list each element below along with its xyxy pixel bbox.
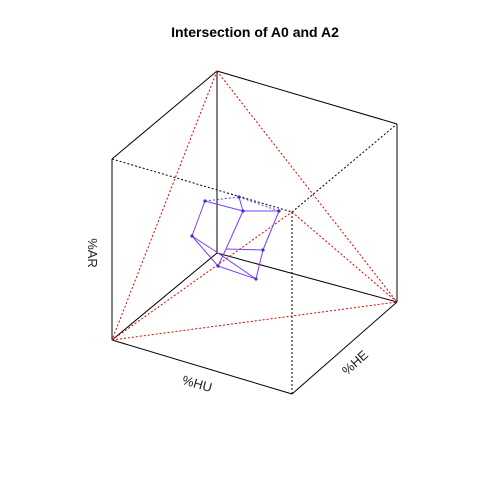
- polyhedron-edge: [191, 200, 206, 237]
- y-axis-label: %AR: [85, 238, 100, 268]
- polyhedron-vertex: [203, 199, 207, 203]
- polyhedron-vertex: [261, 248, 265, 252]
- tetrahedron-edge: [216, 70, 398, 303]
- polyhedron-edge: [262, 210, 280, 251]
- box-edge: [216, 70, 398, 125]
- box-edge: [111, 252, 218, 341]
- box-edge: [111, 70, 218, 160]
- polyhedron-edge: [217, 265, 257, 280]
- polyhedron-edge: [225, 248, 264, 251]
- polyhedron-edge: [191, 235, 219, 254]
- polyhedron-vertex: [216, 264, 220, 268]
- box-edge: [291, 301, 398, 395]
- polyhedron-vertex: [241, 209, 245, 213]
- box-edge: [216, 252, 398, 303]
- tetrahedron-edge: [111, 70, 218, 341]
- polyhedron-edge: [217, 252, 257, 280]
- tetrahedron-outline: [111, 70, 398, 341]
- z-axis-label: %HE: [339, 347, 371, 378]
- polyhedron-vertex: [237, 195, 241, 199]
- plot-title: Intersection of A0 and A2: [171, 24, 339, 40]
- polyhedron-vertex: [277, 209, 281, 213]
- tetrahedron-edge: [111, 301, 398, 341]
- box-edge-hidden: [291, 123, 398, 213]
- box-edge-hidden: [111, 158, 293, 213]
- polyhedron-edge: [255, 249, 264, 280]
- polyhedron-vertex: [254, 277, 258, 281]
- polyhedron-edge: [191, 235, 219, 267]
- polyhedron-edge: [225, 210, 244, 250]
- polyhedron-edge-hidden: [238, 196, 280, 212]
- polyhedron-edge: [238, 196, 244, 212]
- intersection-polyhedron: [190, 195, 281, 281]
- tetrahedron-edge: [111, 211, 293, 341]
- polyhedron-edge: [217, 248, 227, 267]
- polyhedron-edge: [204, 200, 244, 212]
- polyhedron-edge-hidden: [204, 196, 240, 202]
- tetrahedron-edge: [291, 211, 398, 303]
- box-edge: [111, 339, 293, 395]
- polyhedron-vertex: [190, 234, 194, 238]
- bounding-box: [111, 70, 398, 395]
- x-axis-label: %HU: [181, 372, 214, 395]
